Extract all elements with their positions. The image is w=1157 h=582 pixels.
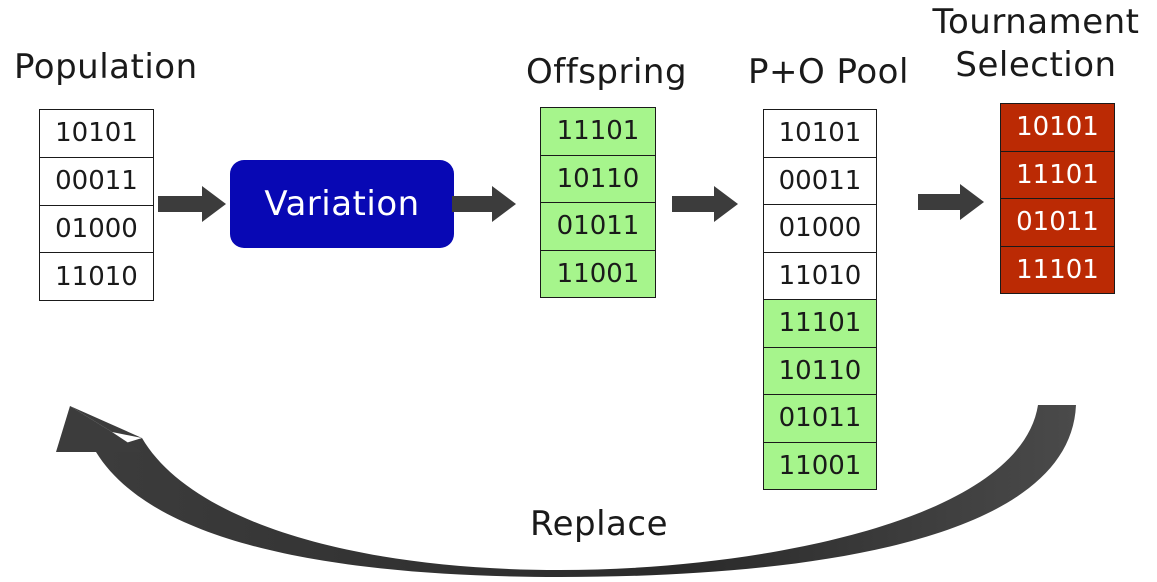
offspring-cell: 01011 [541, 203, 655, 251]
pool-heading: P+O Pool [748, 52, 909, 92]
pool-parent-cell: 10101 [764, 110, 876, 158]
population-cell: 01000 [40, 205, 153, 254]
selection-cell: 11101 [1001, 246, 1114, 293]
pool-offspring-cell: 11101 [764, 300, 876, 348]
population-cell: 00011 [40, 157, 153, 206]
population-stack: 10101 00011 01000 11010 [39, 109, 154, 301]
selection-cell: 01011 [1001, 199, 1114, 247]
pool-parent-cell: 01000 [764, 205, 876, 253]
tournament-heading-line1: Tournament [932, 2, 1140, 42]
offspring-cell: 11001 [541, 250, 655, 297]
offspring-stack: 11101 10110 01011 11001 [540, 107, 656, 298]
arrow-to-selection [918, 184, 984, 220]
selection-stack: 10101 11101 01011 11101 [1000, 103, 1115, 294]
replace-label: Replace [530, 504, 668, 544]
arrow-to-pool [672, 186, 738, 222]
population-heading: Population [14, 47, 198, 87]
variation-box: Variation [230, 160, 454, 248]
pool-stack: 10101 00011 01000 11010 11101 10110 0101… [763, 109, 877, 490]
arrow-to-offspring [452, 186, 516, 222]
arrow-to-variation [158, 186, 226, 222]
tournament-heading-line2: Selection [955, 45, 1117, 85]
pool-offspring-cell: 01011 [764, 395, 876, 443]
offspring-heading: Offspring [526, 52, 688, 92]
offspring-cell: 10110 [541, 155, 655, 203]
selection-cell: 10101 [1001, 104, 1114, 152]
pool-parent-cell: 00011 [764, 157, 876, 205]
selection-cell: 11101 [1001, 151, 1114, 199]
population-cell: 11010 [40, 253, 153, 300]
offspring-cell: 11101 [541, 108, 655, 156]
pool-offspring-cell: 11001 [764, 442, 876, 489]
population-cell: 10101 [40, 110, 153, 158]
pool-offspring-cell: 10110 [764, 347, 876, 395]
pool-parent-cell: 11010 [764, 252, 876, 300]
